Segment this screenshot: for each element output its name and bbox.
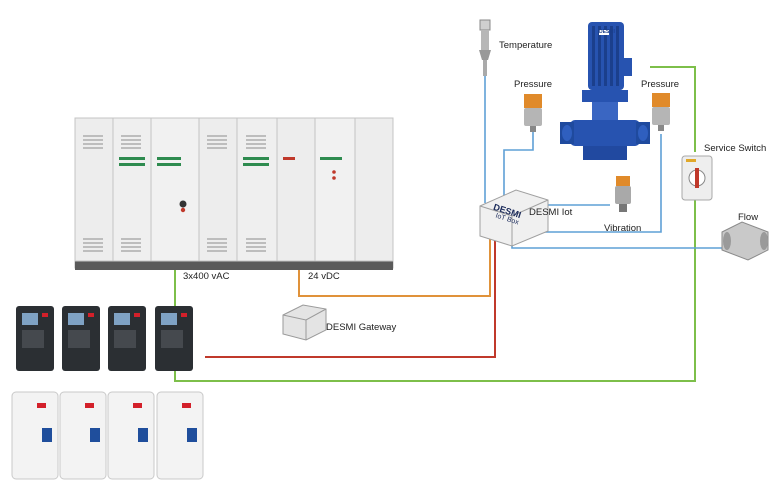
dc-supply-label: 24 vDC	[308, 271, 340, 282]
blue-wires	[484, 76, 725, 249]
flow-meter	[721, 221, 769, 261]
pressure-label-right: Pressure	[641, 79, 680, 90]
pressure-sensor-left	[524, 94, 542, 132]
temperature-sensor	[479, 19, 491, 76]
gateway-label: DESMI Gateway	[326, 322, 397, 333]
orange-wire	[298, 235, 491, 297]
control-cabinets	[74, 117, 394, 270]
pressure-sensor-right	[652, 93, 670, 131]
gateway-box	[282, 304, 327, 341]
light-frequency-drives	[11, 391, 204, 480]
pump	[560, 22, 650, 160]
desmi-iot-label: DESMI Iot	[529, 207, 573, 218]
vibration-sensor	[615, 176, 631, 212]
dark-frequency-drives	[16, 306, 193, 371]
flow-label: Flow	[738, 212, 759, 223]
pump-badge: DESMI	[599, 29, 615, 35]
temperature-label: Temperature	[499, 40, 553, 51]
pressure-label-left: Pressure	[514, 79, 553, 90]
service-switch-label: Service Switch	[704, 143, 767, 154]
ac-supply-label: 3x400 vAC	[183, 271, 230, 282]
service-switch	[681, 155, 713, 201]
vibration-label: Vibration	[604, 223, 642, 234]
red-wire	[205, 238, 496, 358]
iot-box	[479, 189, 549, 247]
